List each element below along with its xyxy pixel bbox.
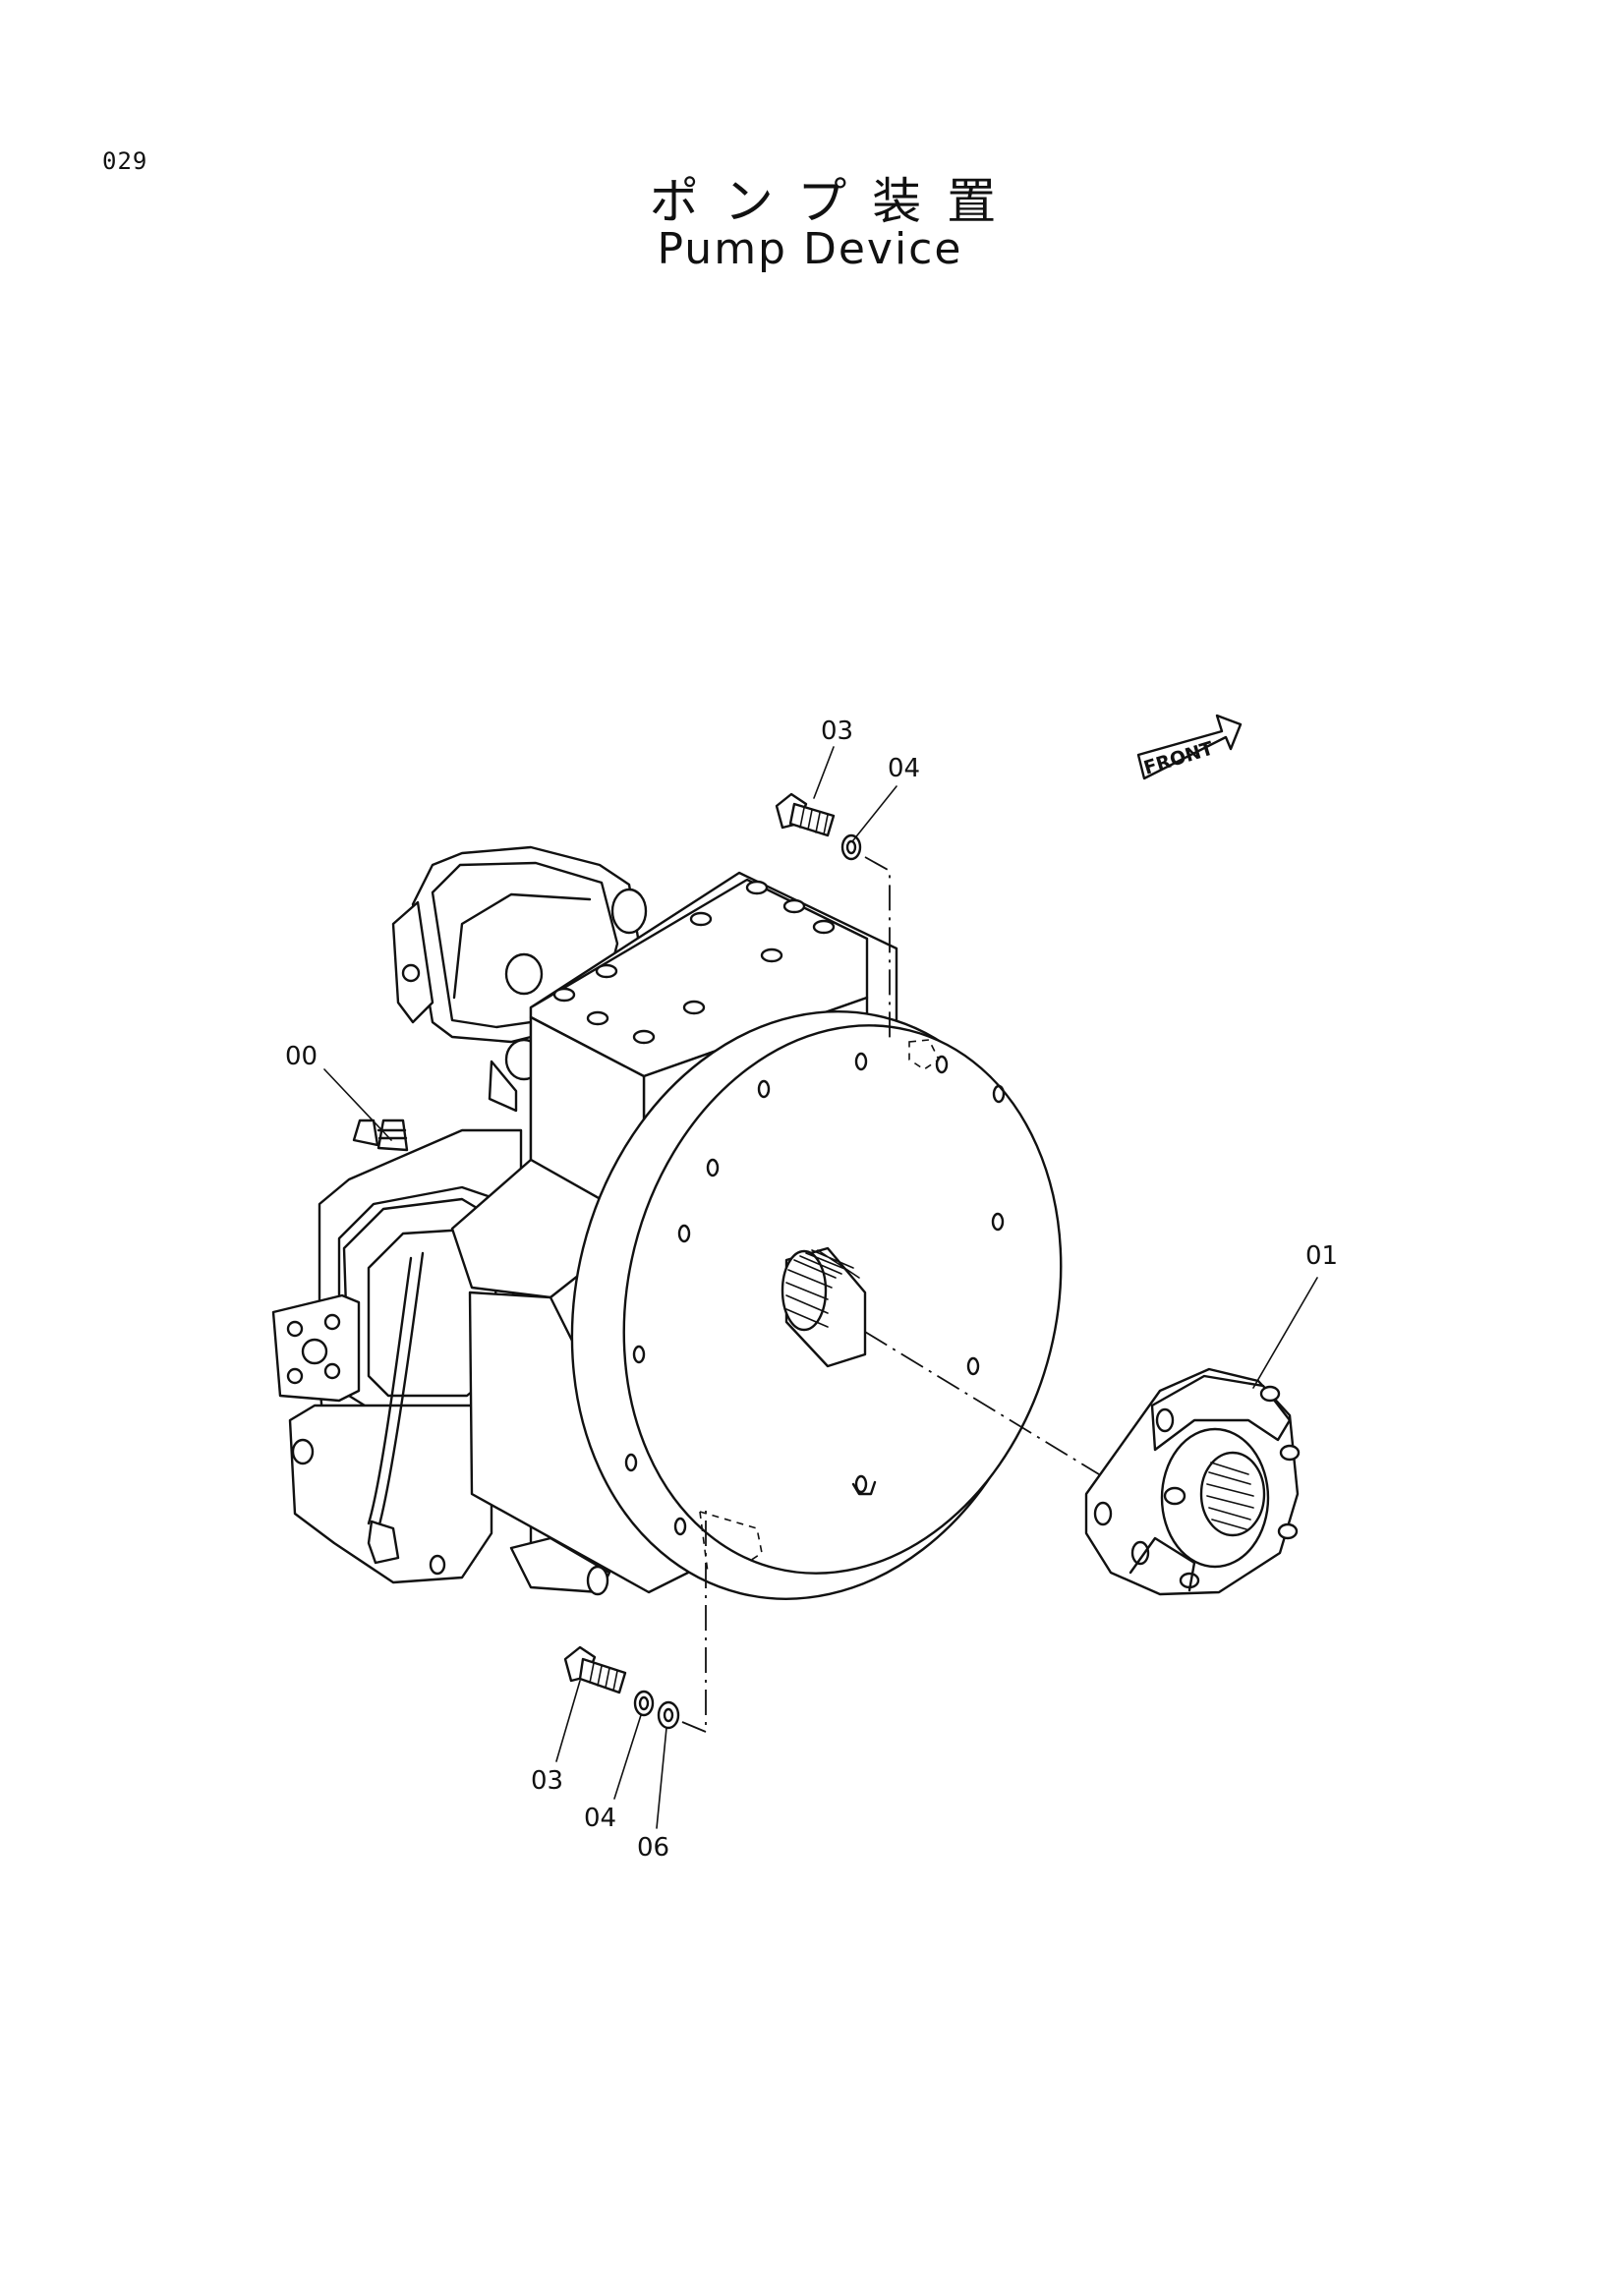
washer-bottom[interactable] bbox=[633, 1690, 655, 1717]
bolt-bottom[interactable] bbox=[563, 1645, 627, 1694]
housing-bolts bbox=[552, 880, 836, 1045]
bolt-top[interactable] bbox=[775, 792, 836, 837]
leader-lines bbox=[323, 746, 1318, 1829]
flywheel-housing-disc[interactable] bbox=[511, 960, 1118, 1650]
splined-shaft bbox=[781, 1246, 867, 1368]
callout-01: 01 bbox=[1305, 1241, 1338, 1271]
page-number: 029 bbox=[102, 147, 148, 175]
callout-03-top: 03 bbox=[821, 717, 853, 746]
page-title: Pump Device bbox=[657, 224, 963, 274]
callout-00: 00 bbox=[285, 1042, 318, 1071]
coupling[interactable] bbox=[1084, 1367, 1301, 1596]
page-title-japanese: ポンプ装置 bbox=[649, 173, 1022, 230]
callout-04-top: 04 bbox=[888, 754, 920, 783]
callout-03-bottom: 03 bbox=[531, 1766, 563, 1796]
disc-bolt-holes bbox=[624, 1052, 1006, 1536]
callout-06: 06 bbox=[637, 1833, 669, 1863]
callout-04-bottom: 04 bbox=[584, 1804, 616, 1833]
spacer-washer[interactable] bbox=[657, 1700, 680, 1730]
front-arrow-icon: FRONT bbox=[1136, 714, 1243, 780]
washer-top[interactable] bbox=[840, 833, 862, 861]
